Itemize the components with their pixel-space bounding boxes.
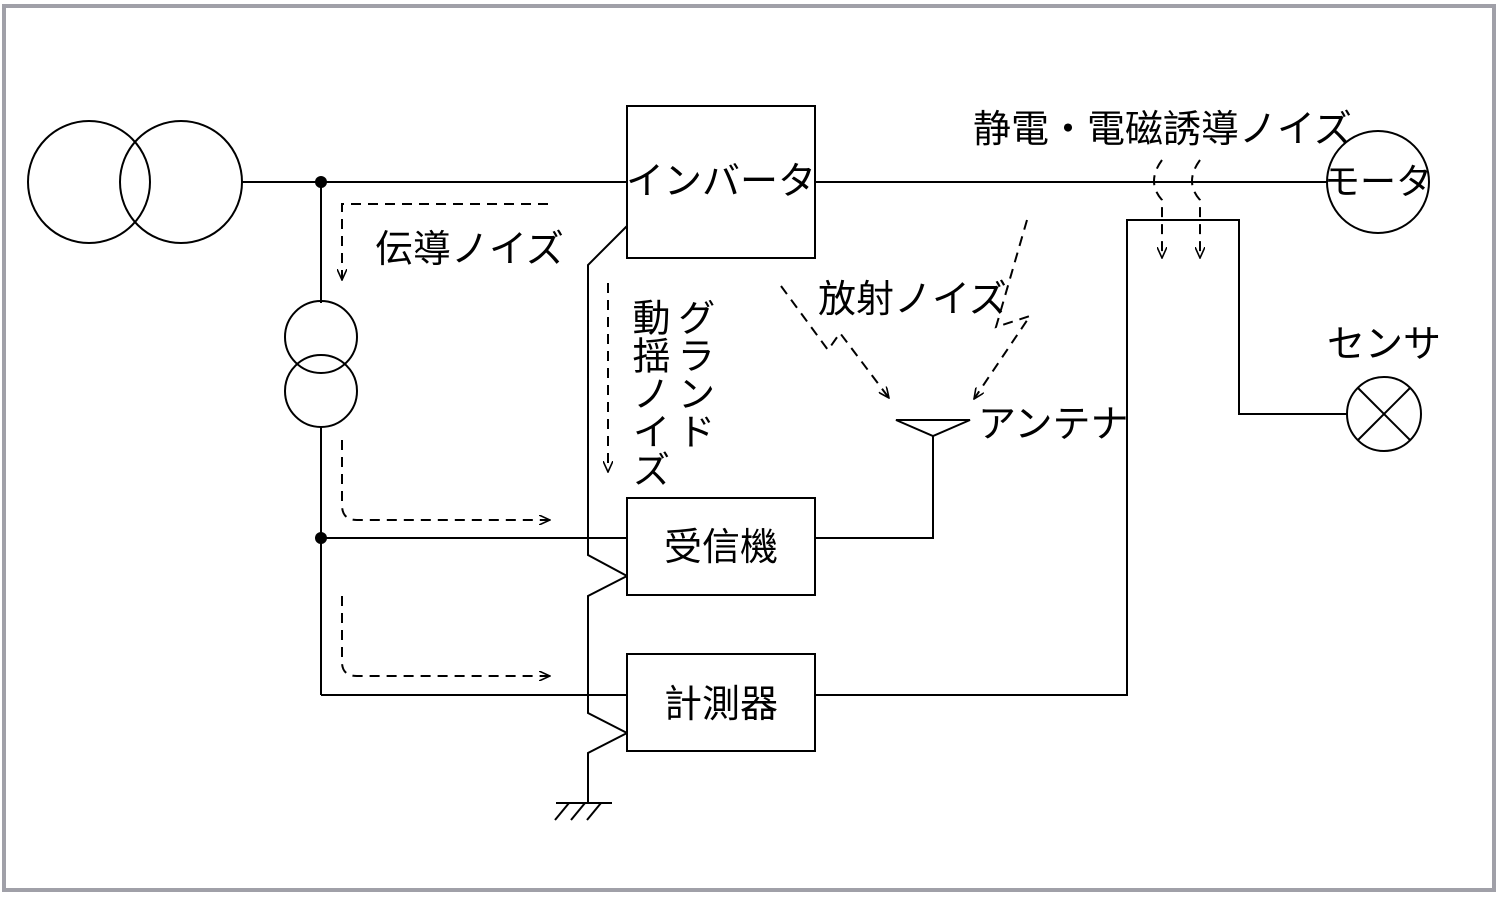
conducted-noise-arrow-1 — [342, 203, 548, 280]
antenna-label: アンテナ — [978, 402, 1128, 446]
ground-noise-label-col1: グランド — [671, 298, 715, 450]
meter-block — [626, 653, 816, 752]
sensor-icon — [1346, 376, 1422, 452]
motor-icon — [1326, 130, 1430, 234]
inverter-label: インバータ — [626, 159, 816, 203]
meter-label: 計測器 — [664, 682, 778, 726]
sensor-label: センサ — [1327, 322, 1441, 366]
sensor-wiring — [815, 219, 1347, 696]
radiated-noise-arrow-right — [974, 219, 1033, 399]
receiver-block — [626, 497, 816, 596]
antenna-icon — [895, 419, 971, 438]
receiver-label: 受信機 — [664, 525, 778, 569]
conducted-noise-arrow-2 — [341, 440, 550, 520]
induced-noise-arrow-2 — [1191, 159, 1200, 258]
conducted-noise-label: 伝導ノイズ — [375, 227, 564, 271]
ground-line — [587, 225, 630, 803]
conducted-noise-arrow-3 — [341, 596, 550, 676]
potential-transformer-icon — [284, 300, 358, 428]
antenna-feed-line — [815, 436, 934, 539]
ground-noise-label-col2: 動揺ノイズ — [626, 298, 670, 488]
ground-icon — [554, 802, 612, 821]
radiated-noise-arrow-left — [780, 285, 889, 398]
inverter-block — [626, 105, 816, 259]
radiated-noise-label: 放射ノイズ — [818, 277, 1007, 321]
transformer-icon — [27, 120, 243, 244]
induced-noise-label: 静電・電磁誘導ノイズ — [973, 107, 1352, 151]
motor-label: モータ — [1324, 162, 1432, 203]
diagram-frame — [2, 4, 1496, 892]
induced-noise-arrow-1 — [1153, 159, 1162, 258]
